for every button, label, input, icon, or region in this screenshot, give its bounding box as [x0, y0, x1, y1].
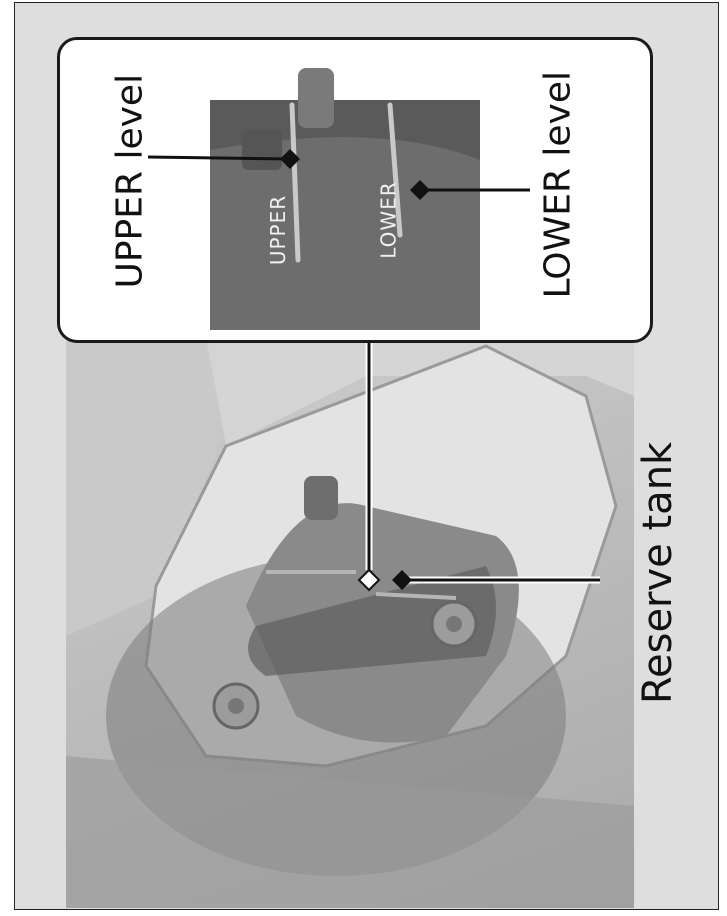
lower-level-label: LOWER level	[538, 79, 579, 299]
callout-connector-diamond	[359, 570, 379, 590]
lower-leader-diamond	[410, 180, 430, 200]
upper-level-label: UPPER level	[110, 89, 151, 289]
upper-leader-line	[148, 157, 290, 159]
reserve-tank-label: Reserve tank	[635, 454, 681, 704]
reserve-leader-diamond	[392, 570, 412, 590]
upper-leader-diamond	[280, 149, 300, 169]
